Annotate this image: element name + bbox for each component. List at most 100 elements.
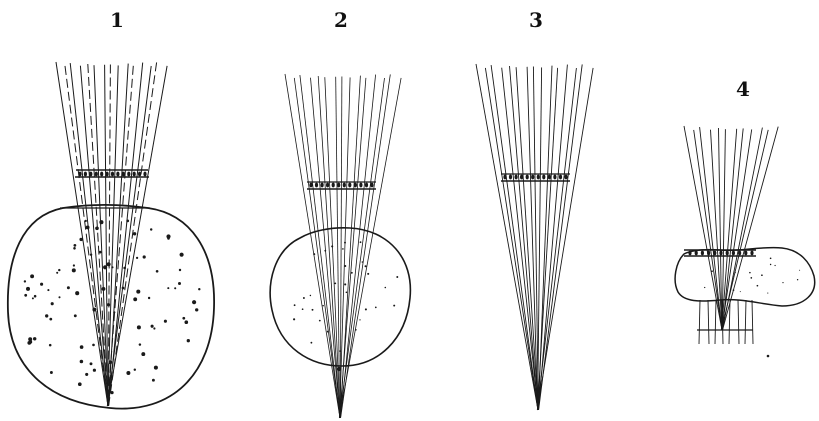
fiber-line xyxy=(311,78,341,418)
granule xyxy=(123,267,126,270)
collar-dot xyxy=(564,175,567,180)
granule xyxy=(770,264,771,265)
granule xyxy=(782,282,783,283)
figure-1: 1 xyxy=(8,8,214,409)
granule xyxy=(797,279,798,280)
granule xyxy=(111,266,113,268)
granule xyxy=(367,273,369,275)
granule xyxy=(355,329,357,331)
granule xyxy=(78,382,82,386)
figure-3-collar xyxy=(501,174,570,181)
granule xyxy=(156,270,159,273)
granule xyxy=(704,287,705,288)
collar-dot xyxy=(744,251,747,256)
collar-dot xyxy=(726,251,729,256)
fiber-line xyxy=(300,75,340,418)
collar-dot xyxy=(719,251,722,256)
granule xyxy=(122,287,125,290)
collar-dot xyxy=(315,183,318,188)
figure-4: 4 xyxy=(675,77,815,357)
granule xyxy=(133,232,136,235)
collar-dot xyxy=(509,175,512,180)
granule xyxy=(294,304,296,306)
granule xyxy=(365,265,367,267)
figure-3: 3 xyxy=(476,8,593,410)
granule xyxy=(80,345,84,349)
granule xyxy=(319,320,321,322)
collar-dot xyxy=(321,183,324,188)
granule xyxy=(148,297,150,299)
collar-dot xyxy=(713,251,716,256)
collar-dot xyxy=(138,172,141,177)
granule xyxy=(143,255,146,258)
granule xyxy=(770,257,772,259)
fiber-line xyxy=(537,68,593,410)
granule xyxy=(47,289,49,291)
granule xyxy=(86,225,90,229)
granule xyxy=(50,371,53,374)
granule xyxy=(799,270,800,271)
collar-dot xyxy=(548,175,551,180)
granule xyxy=(92,308,96,312)
collar-dot xyxy=(520,175,523,180)
fiber-line xyxy=(537,68,576,410)
granule xyxy=(750,277,752,279)
collar-dot xyxy=(370,183,373,188)
collar-dot xyxy=(127,172,130,177)
collar-dot xyxy=(106,172,109,177)
granule xyxy=(136,257,138,259)
granule xyxy=(749,272,751,274)
granule xyxy=(344,242,346,244)
collar-dot xyxy=(84,172,87,177)
collar-dot xyxy=(688,251,691,256)
granule xyxy=(107,303,110,306)
granule xyxy=(79,238,82,241)
collar-dot xyxy=(701,251,704,256)
granule xyxy=(385,287,387,289)
granule xyxy=(360,241,362,243)
granule xyxy=(323,305,324,306)
granule xyxy=(164,320,167,323)
fiber-line xyxy=(294,78,340,418)
fiber-line xyxy=(516,67,538,410)
granule xyxy=(310,295,311,296)
granule xyxy=(133,297,137,301)
granule xyxy=(90,362,93,365)
fiber-line xyxy=(56,62,108,406)
fiber-line xyxy=(539,65,568,410)
collar-dot xyxy=(343,183,346,188)
stump-fiber xyxy=(715,300,716,344)
granule xyxy=(51,302,54,305)
collar-dot xyxy=(89,172,92,177)
figure-2: 2 xyxy=(270,8,410,418)
granule xyxy=(33,337,36,340)
granule xyxy=(396,276,398,278)
collar-dot xyxy=(553,175,556,180)
collar-dot xyxy=(326,183,329,188)
stump-fiber xyxy=(738,300,739,344)
granule xyxy=(28,337,32,341)
collar-dot xyxy=(537,175,540,180)
collar-dot xyxy=(100,172,103,177)
granule xyxy=(141,352,145,356)
granule xyxy=(711,270,713,272)
collar-dot xyxy=(133,172,136,177)
granule xyxy=(302,308,304,310)
collar-dot xyxy=(542,175,545,180)
collar-dot xyxy=(738,251,741,256)
stump-fiber xyxy=(708,300,709,344)
granule xyxy=(126,220,129,223)
granule xyxy=(137,325,141,329)
granule xyxy=(180,253,184,257)
figure-2-number: 2 xyxy=(334,8,348,32)
granule xyxy=(40,283,43,286)
granule xyxy=(134,369,136,371)
granule xyxy=(767,293,768,294)
collar-dot xyxy=(122,172,125,177)
collar-dot xyxy=(503,175,506,180)
fiber-line xyxy=(80,66,108,406)
fiber-line xyxy=(538,67,542,410)
granule xyxy=(339,350,340,351)
granule xyxy=(198,288,200,290)
